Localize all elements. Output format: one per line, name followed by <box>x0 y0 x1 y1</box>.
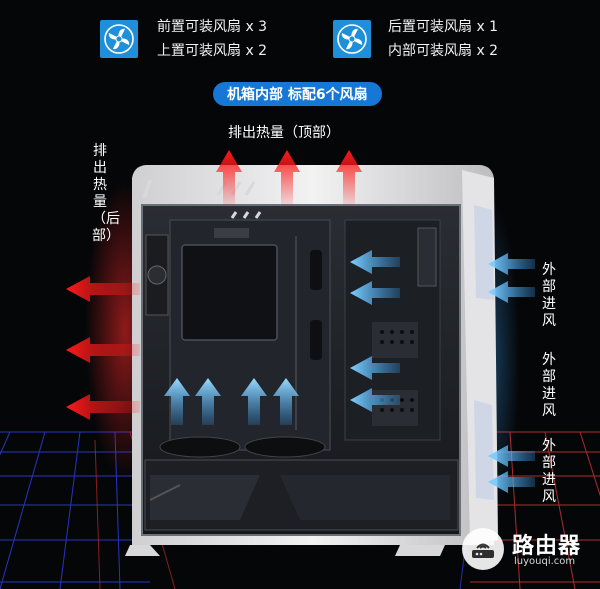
watermark-logo-icon <box>462 528 504 570</box>
legend-rear: 后置可装风扇 x 1 <box>388 19 499 35</box>
banner-standard-fans: 机箱内部 标配6个风扇 <box>213 82 382 106</box>
label-intake-3: 外部进风 <box>542 438 556 505</box>
front-fan-icon <box>100 20 138 58</box>
watermark-url: luyouqi.com <box>514 556 576 567</box>
label-intake-1: 外部进风 <box>542 262 556 329</box>
rear-fan-icon <box>333 20 371 58</box>
legend-top: 上置可装风扇 x 2 <box>157 43 268 59</box>
legend-front: 前置可装风扇 x 3 <box>157 19 268 35</box>
watermark-name: 路由器 <box>512 534 582 559</box>
label-exhaust-top: 排出热量（顶部） <box>228 125 340 141</box>
legend-inner: 内部可装风扇 x 2 <box>388 43 499 59</box>
label-intake-2: 外部进风 <box>542 352 556 419</box>
